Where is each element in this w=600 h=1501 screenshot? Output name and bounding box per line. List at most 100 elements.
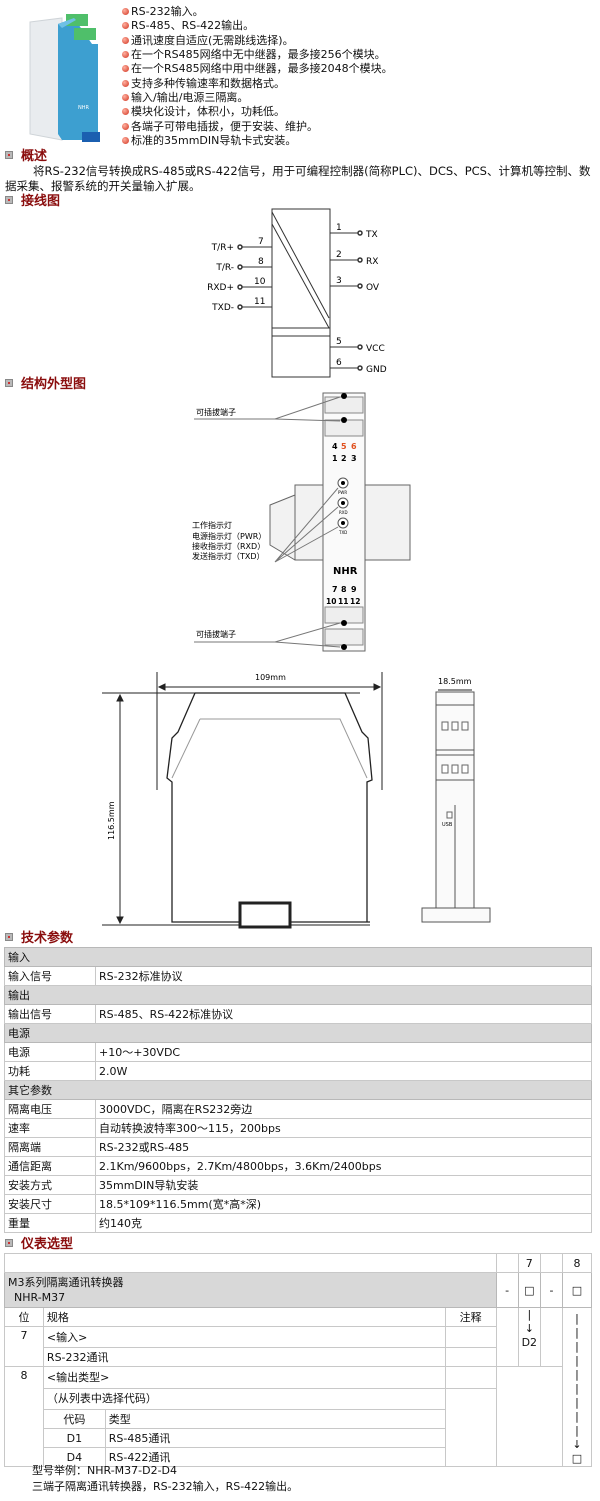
spec-input: <输入>: [42, 1325, 446, 1349]
led-label: PWR: [338, 490, 347, 495]
feature-text: 各端子可带电插拔，便于安装、维护。: [131, 120, 318, 133]
section-icon: [5, 933, 13, 941]
section-heading-wiring: 接线图: [5, 194, 60, 210]
spec-key: 输入信号: [4, 966, 96, 986]
section-heading-overview: 概述: [5, 149, 47, 165]
terminal-number: 5: [341, 442, 347, 451]
bullet-icon: [122, 51, 129, 58]
pin-label: T/R-: [215, 263, 234, 273]
section-icon: [5, 379, 13, 387]
spec-value: 18.5*109*116.5mm(宽*高*深): [95, 1194, 592, 1214]
spec-key: 安装方式: [4, 1175, 96, 1195]
feature-text: 模块化设计，体积小，功耗低。: [131, 105, 285, 118]
callout-label: 电源指示灯（PWR）: [192, 531, 266, 541]
feature-item: 通讯速度自适应(无需跳线选择)。: [122, 34, 294, 48]
led-label: RXD: [339, 510, 348, 515]
header-position: 位: [4, 1307, 44, 1327]
type-cell: RS-485通讯: [104, 1428, 446, 1448]
pin-label: RX: [366, 257, 378, 267]
heading-text: 结构外型图: [21, 377, 87, 392]
pin-label: RXD+: [207, 283, 234, 293]
feature-item: 标准的35mmDIN导轨卡式安装。: [122, 134, 296, 148]
spec-key: 重量: [4, 1213, 96, 1233]
pin-label: TXD-: [211, 303, 234, 313]
terminal-number: 9: [351, 585, 357, 594]
spec-key: 功耗: [4, 1061, 96, 1081]
pin-number: 5: [336, 337, 342, 347]
spec-value: 约140克: [95, 1213, 592, 1233]
bullet-icon: [122, 65, 129, 72]
position-7-box: □: [517, 1272, 542, 1308]
spec-key: 电源: [4, 1042, 96, 1062]
spec-group-row: 电源: [4, 1023, 592, 1043]
spec-group-row: 其它参数: [4, 1080, 592, 1100]
svg-text:NHR: NHR: [78, 105, 90, 111]
model-name: NHR-M37: [14, 1291, 66, 1304]
callout-label: 工作指示灯: [192, 520, 232, 530]
feature-text: 在一个RS485网络中无中继器，最多接256个模块。: [131, 48, 386, 61]
spec-row: 重量约140克: [4, 1213, 592, 1233]
section-icon: [5, 196, 13, 204]
position-7-result: |↓D2: [517, 1306, 542, 1368]
spec-group-row: 输出: [4, 985, 592, 1005]
header-spec: 规格: [42, 1307, 446, 1327]
width-dimension: 109mm: [255, 673, 286, 682]
pin-number: 1: [336, 223, 342, 233]
example-text: 型号举例：NHR-M37-D2-D4: [32, 1464, 178, 1477]
bullet-icon: [122, 22, 129, 29]
position-7-header: 7: [517, 1253, 542, 1273]
feature-item: 模块化设计，体积小，功耗低。: [122, 105, 285, 119]
pin-number: 2: [336, 250, 342, 260]
feature-text: 在一个RS485网络中用中继器，最多接2048个模块。: [131, 62, 393, 75]
pin-label: T/R+: [211, 243, 234, 253]
terminal-number: 8: [341, 585, 347, 594]
feature-item: 在一个RS485网络中无中继器，最多接256个模块。: [122, 48, 386, 62]
heading-text: 概述: [21, 149, 48, 164]
spec-row: 速率自动转换波特率300～115，200bps: [4, 1118, 592, 1138]
feature-text: 标准的35mmDIN导轨卡式安装。: [131, 134, 297, 147]
dimension-drawing: 109mm 116.5mm 18.5mm USB: [102, 672, 491, 929]
feature-text: 支持多种传输速率和数据格式。: [131, 77, 285, 90]
spec-value: 2.0W: [95, 1061, 592, 1081]
spec-output: <输出类型>: [42, 1366, 446, 1389]
feature-item: RS-485、RS-422输出。: [122, 19, 254, 33]
terminal-number: 1: [332, 454, 338, 463]
callout-label: 接收指示灯（RXD）: [192, 541, 265, 551]
dash: -: [495, 1272, 519, 1308]
selected-code: D2: [521, 1336, 538, 1349]
terminal-number: 12: [350, 597, 360, 606]
side-width-dimension: 18.5mm: [438, 677, 472, 686]
spec-output-hint: （从列表中选择代码）: [42, 1387, 446, 1411]
nhr-logo: NHR: [333, 566, 358, 577]
spec-key: 通信距离: [4, 1156, 96, 1176]
position-8-header: 8: [561, 1253, 593, 1273]
code-cell: D1: [42, 1428, 106, 1448]
blank-cell: [540, 1253, 563, 1273]
spec-key: 安装尺寸: [4, 1194, 96, 1214]
terminal-number: 11: [338, 597, 348, 606]
heading-text: 仪表选型: [21, 1237, 74, 1252]
pin-number: 6: [336, 358, 342, 368]
arrow-down-icon: |↓: [524, 1308, 534, 1335]
spec-key: 隔离电压: [4, 1099, 96, 1119]
pin-number: 7: [258, 237, 264, 247]
callout-label: 发送指示灯（TXD）: [192, 551, 265, 561]
type-cell: RS-422通讯: [104, 1447, 446, 1467]
spec-group-row: 输入: [4, 947, 592, 967]
spec-value: RS-232标准协议: [95, 966, 592, 986]
section-heading-selection: 仪表选型: [5, 1237, 73, 1253]
feature-item: 输入/输出/电源三隔离。: [122, 91, 248, 105]
pin-label: TX: [365, 230, 378, 240]
spec-input-value: RS-232通讯: [42, 1347, 446, 1368]
bullet-icon: [122, 94, 129, 101]
note-cell: [444, 1325, 497, 1349]
callout-label: 可插拔端子: [196, 407, 236, 417]
note-cell: [444, 1347, 497, 1368]
note-cell: [444, 1387, 497, 1468]
